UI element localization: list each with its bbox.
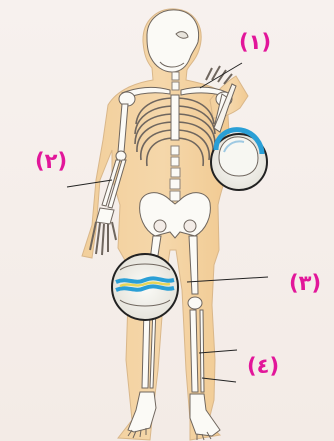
- label-4: (٤): [247, 356, 279, 377]
- label-3: (٣): [289, 273, 321, 294]
- label-1: (١): [239, 32, 271, 53]
- label-2: (٢): [35, 151, 67, 172]
- knee-joint-magnifier: [112, 254, 178, 320]
- shoulder-joint-magnifier: [211, 130, 267, 190]
